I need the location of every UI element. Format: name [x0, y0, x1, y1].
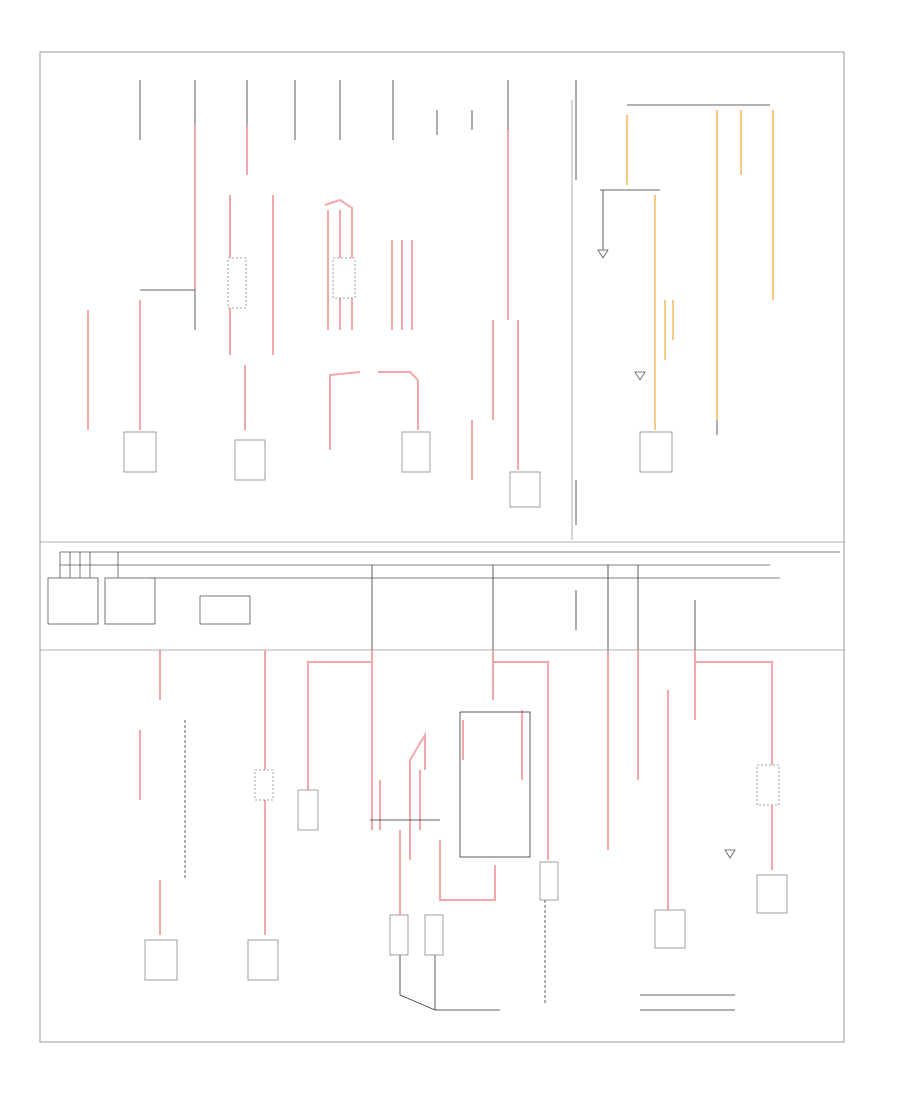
- upper-orange-wires: [626, 110, 774, 430]
- fuse-block-busbar: [47, 551, 840, 625]
- lower-red-wires: [139, 650, 773, 935]
- lower-components: [144, 764, 788, 981]
- diagram-frame: [39, 51, 845, 1043]
- ground-symbols: [597, 249, 736, 859]
- upper-red-wires: [87, 125, 519, 480]
- section-dividers: [40, 100, 844, 651]
- upper-black-wires: [139, 80, 770, 525]
- lower-black-wires: [184, 565, 735, 1011]
- upper-components: [123, 257, 673, 508]
